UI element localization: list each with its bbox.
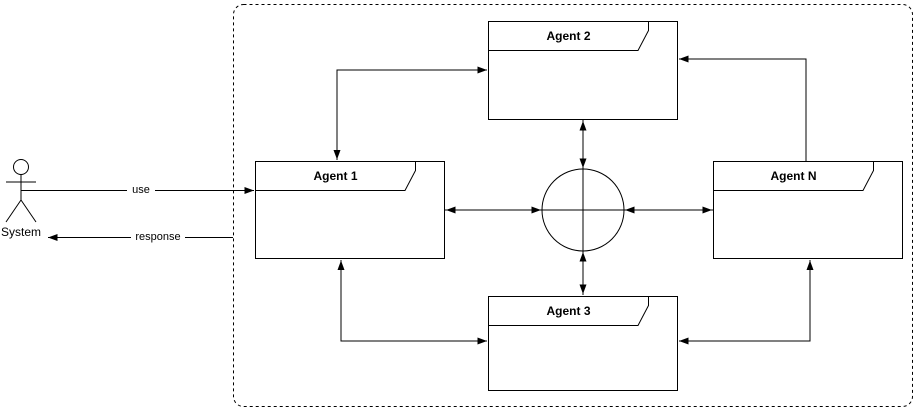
edge-line: [340, 260, 487, 345]
agent-n-box: [713, 161, 903, 259]
agent-n-title-divider: [713, 161, 874, 191]
edge-agent1-agent2[interactable]: [333, 66, 487, 160]
node-agent-1[interactable]: [255, 161, 445, 259]
edge-line: [679, 260, 811, 345]
edge-agentn-agent2[interactable]: [679, 55, 807, 161]
agent-3-title-divider: [488, 296, 649, 326]
actor-head: [13, 159, 29, 175]
system-boundary[interactable]: [233, 4, 913, 407]
agent-n-label: Agent N: [770, 169, 817, 183]
agent-2-label: Agent 2: [546, 29, 591, 43]
actor-system[interactable]: [5, 159, 37, 223]
edge-use-label: use: [127, 184, 155, 196]
agent-1-box: [255, 161, 445, 259]
node-agent-3[interactable]: [488, 296, 678, 391]
agent-2-box: [488, 21, 678, 120]
agent-3-box: [488, 296, 678, 391]
agent-3-label: Agent 3: [546, 304, 591, 318]
agent-2-title-divider: [488, 21, 649, 51]
node-agent-2[interactable]: [488, 21, 678, 120]
edge-agentn-agent3[interactable]: [679, 260, 814, 345]
actor-system-label: System: [0, 225, 41, 239]
node-agent-n[interactable]: [713, 161, 903, 259]
agent-1-title-divider: [255, 161, 416, 191]
edge-line: [336, 66, 487, 160]
edge-agent1-agent3[interactable]: [337, 260, 487, 345]
actor-body: [5, 174, 37, 223]
agent-1-label: Agent 1: [313, 169, 358, 183]
edge-response-label: response: [131, 231, 185, 243]
